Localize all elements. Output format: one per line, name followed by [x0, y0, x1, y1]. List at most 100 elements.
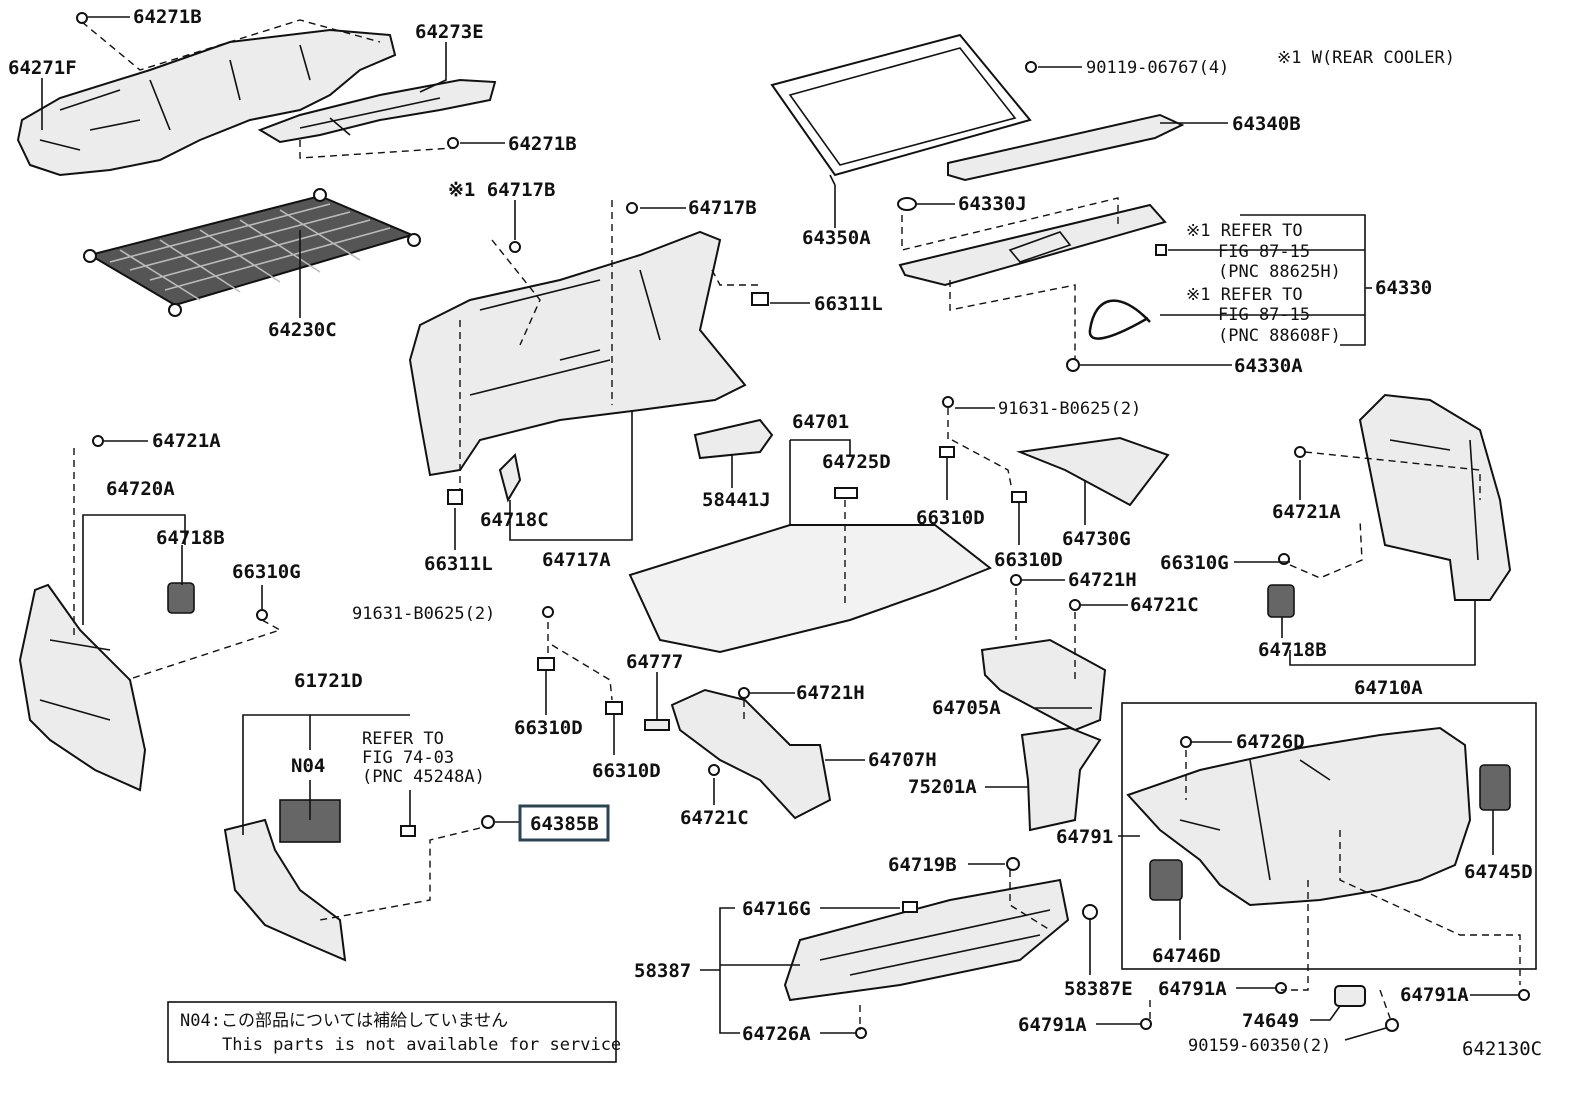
quarter-trim-lh-shape [18, 583, 147, 792]
label-66310g-a: 66310G [232, 561, 301, 583]
bar-64340b-shape [947, 113, 1185, 182]
box-75201a-shape [1020, 726, 1102, 832]
board-64330-shape [898, 203, 1167, 287]
label-64719b: 64719B [888, 854, 957, 876]
label-66311l-b: 66311L [424, 553, 493, 575]
quarter-trim-rh-shape [1358, 393, 1512, 601]
refer-88608f-l3: (PNC 88608F) [1218, 326, 1341, 346]
label-64718b-b: 64718B [1258, 639, 1327, 661]
pad-74649-shape [1334, 985, 1366, 1007]
label-66310d-a: 66310D [916, 507, 985, 529]
pad-58441j-shape [693, 418, 774, 460]
label-64271b-a: 64271B [133, 6, 202, 28]
label-n04: N04 [291, 755, 325, 777]
note-rear-cooler: ※1 W(REAR COOLER) [1277, 48, 1455, 68]
label-64791: 64791 [1056, 826, 1113, 848]
part-labels: ※1 W(REAR COOLER) 642130C N04:この部品については補… [8, 6, 1542, 1060]
label-66310d-b: 66310D [994, 549, 1063, 571]
back-door-trim-shape [1126, 726, 1511, 907]
label-91631-a: 91631-B0625(2) [998, 399, 1141, 419]
label-64721c-a: 64721C [1130, 594, 1199, 616]
refer-88608f-l1: ※1 REFER TO [1186, 285, 1303, 305]
label-64271b-b: 64271B [508, 133, 577, 155]
label-61721d: 61721D [294, 670, 363, 692]
label-64726d: 64726D [1236, 731, 1305, 753]
footnote-line1: N04:この部品については補給していません [180, 1011, 508, 1031]
label-74649: 74649 [1242, 1010, 1299, 1032]
label-64271f: 64271F [8, 57, 77, 79]
label-64726a: 64726A [742, 1023, 811, 1045]
label-64746d: 64746D [1152, 945, 1221, 967]
label-64710a: 64710A [1354, 677, 1423, 699]
label-64716g: 64716G [742, 898, 811, 920]
label-64718b-a: 64718B [156, 527, 225, 549]
label-64330j: 64330J [958, 193, 1027, 215]
label-90119: 90119-06767(4) [1086, 58, 1229, 78]
label-64230c: 64230C [268, 319, 337, 341]
label-64721a-a: 64721A [152, 430, 221, 452]
label-58387: 58387 [634, 960, 691, 982]
floor-mat-shape [628, 524, 992, 654]
label-91631-b: 91631-B0625(2) [352, 604, 495, 624]
label-64745d: 64745D [1464, 861, 1533, 883]
cable-loop-shape [1088, 299, 1151, 340]
label-64721c-b: 64721C [680, 807, 749, 829]
label-66310g-b: 66310G [1160, 552, 1229, 574]
footnote-line2: This parts is not available for service [222, 1035, 621, 1055]
label-58441j: 58441J [702, 489, 771, 511]
label-64717b-a: ※1 64717B [448, 179, 555, 201]
label-64717a: 64717A [542, 549, 611, 571]
label-64791a-b: 64791A [1018, 1014, 1087, 1036]
refer-45248a-l3: (PNC 45248A) [362, 767, 485, 787]
flap-64718c-shape [498, 452, 522, 503]
grille-64718b-rh-shape [1267, 584, 1295, 618]
deck-panel-shape [16, 28, 497, 177]
grille-64718b-lh-shape [167, 582, 195, 614]
label-66310d-c: 66310D [514, 717, 583, 739]
label-64725d: 64725D [822, 451, 891, 473]
refer-45248a-l2: FIG 74-03 [362, 748, 454, 768]
label-64717b-b: 64717B [688, 197, 757, 219]
label-64273e: 64273E [415, 21, 484, 43]
label-66310d-d: 66310D [592, 760, 661, 782]
refer-88608f-l2: FIG 87-15 [1218, 305, 1310, 325]
bracket-64707h-shape [670, 688, 832, 820]
label-64721a-b: 64721A [1272, 501, 1341, 523]
label-64705a: 64705A [932, 697, 1001, 719]
figure-code: 642130C [1462, 1038, 1542, 1060]
label-64707h: 64707H [868, 749, 937, 771]
panel-64730g-shape [1016, 436, 1170, 507]
clip-45248a-shape [400, 825, 416, 837]
label-75201a: 75201A [908, 776, 977, 798]
back-door-frame [1121, 702, 1537, 970]
label-64385b: 64385B [530, 813, 599, 835]
side-trim-lh-shape [408, 230, 747, 477]
pad-64777-shape [644, 719, 670, 731]
label-64701: 64701 [792, 411, 849, 433]
fasteners [76, 12, 1530, 1039]
label-66311l-a: 66311L [814, 293, 883, 315]
tonneau-cover-shape [770, 33, 1032, 186]
label-64340b: 64340B [1232, 113, 1301, 135]
footnote-box [167, 1001, 617, 1063]
label-64721h-b: 64721H [796, 682, 865, 704]
label-64350a: 64350A [802, 227, 871, 249]
leader-lines [41, 16, 1518, 1041]
label-64330: 64330 [1375, 277, 1432, 299]
label-64721h-a: 64721H [1068, 569, 1137, 591]
cargo-net-shape [83, 188, 421, 317]
label-64330a: 64330A [1234, 355, 1303, 377]
net-pocket-trim-shape [223, 799, 347, 962]
step-plate-shape [783, 878, 1070, 1002]
label-64791a-a: 64791A [1158, 978, 1227, 1000]
label-64718c: 64718C [480, 509, 549, 531]
highlight-64385b-box [518, 804, 610, 842]
dashed-guides [73, 19, 1521, 1030]
refer-88625h-l2: FIG 87-15 [1218, 242, 1310, 262]
refer-88625h-l3: (PNC 88625H) [1218, 262, 1341, 282]
refer-88625h-l1: ※1 REFER TO [1186, 221, 1303, 241]
label-64777: 64777 [626, 651, 683, 673]
label-58387e: 58387E [1064, 978, 1133, 1000]
